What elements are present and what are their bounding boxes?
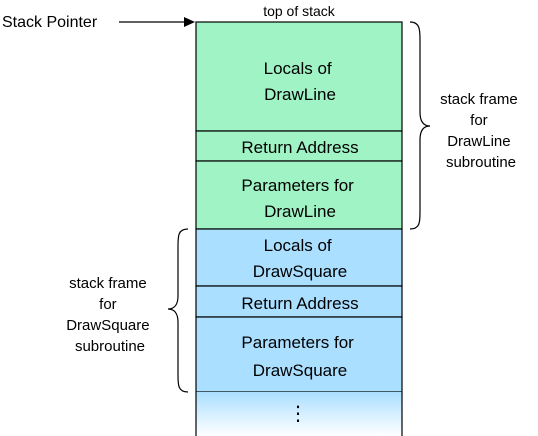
drawline-frame-brace <box>409 21 431 230</box>
cell-return-address-drawsquare <box>195 285 403 318</box>
cell-return-address-drawline-text: Return Address <box>241 138 358 157</box>
drawsquare-frame-brace <box>167 228 189 393</box>
stack-pointer-label: Stack Pointer <box>2 14 98 31</box>
cell-parameters-drawsquare <box>195 316 403 393</box>
cell-parameters-drawsquare-text: Parameters for DrawSquare <box>241 333 358 380</box>
top-of-stack-label: top of stack <box>263 3 336 19</box>
continuation-ellipsis: ⋮ <box>288 403 308 425</box>
cell-parameters-drawline-text: Parameters for DrawLine <box>241 176 358 221</box>
cell-locals-drawline-text: Locals of DrawLine <box>264 59 337 104</box>
cell-locals-drawsquare <box>195 228 403 287</box>
drawsquare-frame-label: stack frame for DrawSquare subroutine <box>66 275 154 355</box>
cell-locals-drawsquare-text: Locals of DrawSquare <box>253 236 348 281</box>
stack-column <box>195 21 403 436</box>
drawline-frame-label: stack frame for DrawLine subroutine <box>440 91 522 171</box>
stack-pointer-arrow <box>119 17 195 27</box>
cell-return-address-drawline <box>195 130 403 162</box>
cell-return-address-drawsquare-text: Return Address <box>241 294 358 313</box>
cell-continuation <box>196 392 402 436</box>
